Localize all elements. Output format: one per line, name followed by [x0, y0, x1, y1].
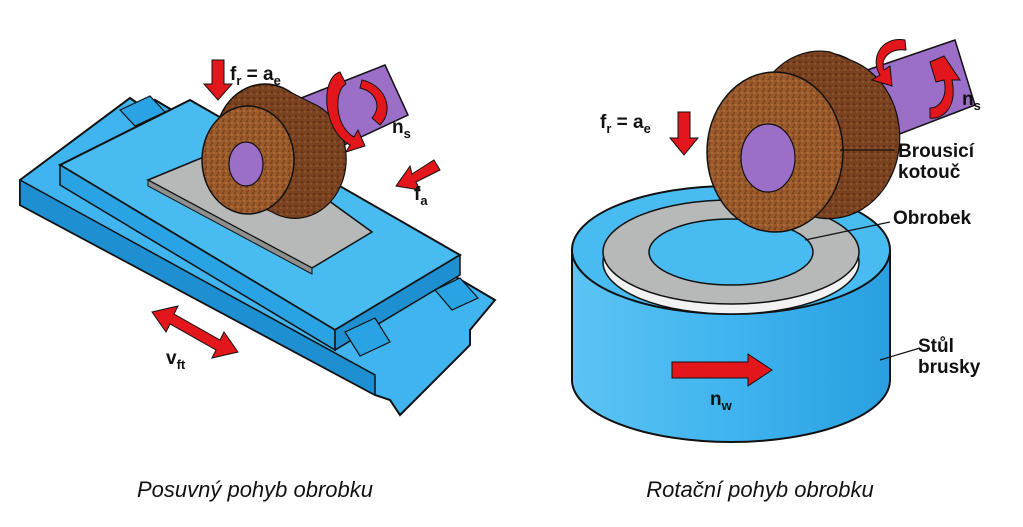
label-fr: fr = ae [230, 64, 281, 88]
wheel-bore [228, 141, 264, 187]
label-fa: fa [414, 184, 428, 208]
label-ns: ns [392, 117, 411, 141]
label-table-line1: Stůl [918, 336, 954, 357]
right-diagram: fr = ae ns Brousicí kotouč Obrobek Stůl … [571, 39, 981, 502]
table-guide-right [344, 317, 391, 357]
label-vft: vft [166, 348, 186, 372]
label-fr-right: fr = ae [600, 112, 651, 136]
feed-fa-arrow [395, 159, 441, 191]
pointer-table [879, 347, 921, 361]
table-guide-right2 [434, 277, 479, 311]
caption-right: Rotační pohyb obrobku [646, 477, 874, 502]
rotation-ns-arrow-right-b [929, 55, 961, 119]
rotation-ns-arrow [326, 71, 366, 153]
rotation-ns-arrow-right [870, 39, 907, 87]
table-vft-arrow [151, 305, 239, 359]
rotation-ns-arrow-top [359, 79, 388, 126]
feed-fr-arrow [202, 59, 234, 101]
feed-fr-arrow-right [668, 111, 700, 156]
label-nw: nw [710, 389, 733, 413]
label-ns-right: ns [962, 89, 981, 113]
left-diagram: fr = ae ns fa vft Posuvný pohyb obrobku [19, 59, 497, 502]
rotation-nw-arrow [671, 353, 773, 387]
table-guide-left [118, 95, 167, 127]
pointer-workpiece [804, 221, 891, 241]
label-table-line2: brusky [918, 357, 981, 378]
workpiece-ring-hole [648, 218, 814, 286]
label-workpiece: Obrobek [893, 208, 972, 229]
workpiece-plate-edge [147, 179, 313, 275]
label-wheel-line1: Brousicí [898, 141, 975, 162]
machine-base-front [19, 178, 376, 397]
label-wheel-line2: kotouč [898, 162, 961, 183]
wheel-bore-right [740, 123, 796, 193]
caption-left: Posuvný pohyb obrobku [137, 477, 373, 502]
